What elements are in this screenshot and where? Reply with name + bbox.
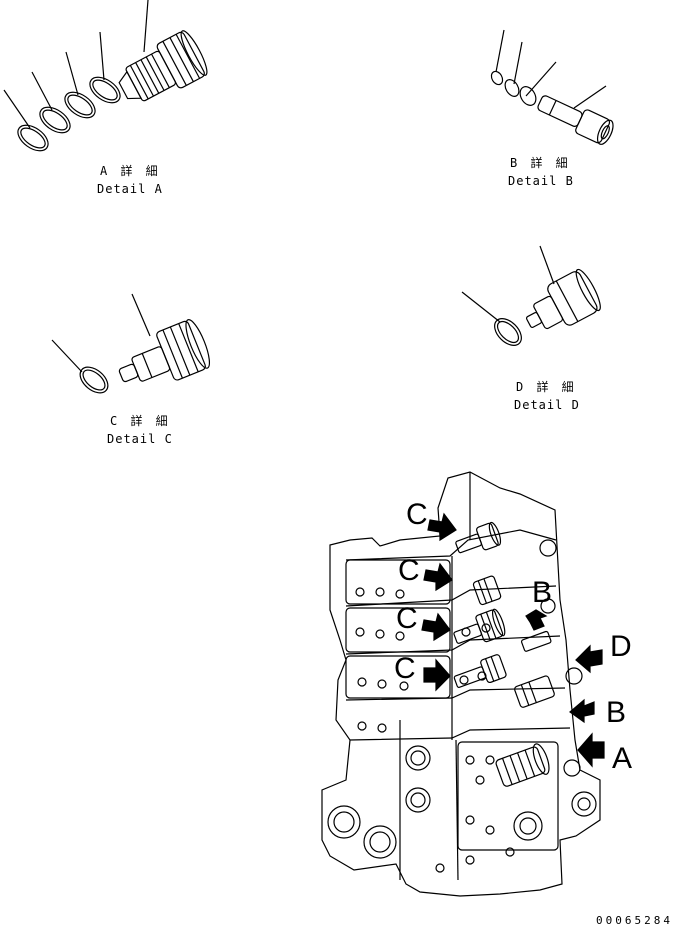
callout-c-3: C: [396, 602, 418, 635]
arrow-b-top: [526, 610, 546, 630]
detail-c-label-en: Detail C: [107, 432, 173, 446]
detail-b-label-jp: B 詳 細: [510, 156, 571, 170]
arrow-b-right: [570, 700, 594, 722]
detail-d-label-en: Detail D: [514, 398, 580, 412]
callout-a: A: [612, 742, 633, 775]
control-valve-body: [322, 472, 600, 896]
arrow-c3: [422, 614, 450, 640]
detail-c-parts: [52, 294, 214, 399]
callout-d: D: [610, 630, 632, 663]
callout-b-right: B: [606, 696, 627, 729]
callout-c-4: C: [394, 652, 416, 685]
callout-c-2: C: [398, 554, 420, 587]
arrow-a: [578, 734, 604, 766]
arrow-c2: [424, 564, 452, 590]
arrow-c1: [428, 514, 456, 540]
detail-a-label-jp: A 詳 細: [100, 164, 161, 178]
detail-a-label-en: Detail A: [97, 182, 163, 196]
detail-a-parts: [4, 0, 211, 156]
callout-c-1: C: [406, 498, 428, 531]
detail-c-label-jp: C 詳 細: [110, 414, 171, 428]
detail-d-label-jp: D 詳 細: [516, 380, 577, 394]
arrow-d: [576, 646, 602, 672]
callout-b-top: B: [532, 576, 553, 609]
detail-b-parts: [489, 30, 616, 147]
detail-b-label-en: Detail B: [508, 174, 574, 188]
arrow-c4: [424, 660, 450, 690]
detail-d-parts: [462, 246, 604, 350]
pointer-arrows: [422, 514, 604, 766]
document-number: 00065284: [596, 914, 673, 927]
